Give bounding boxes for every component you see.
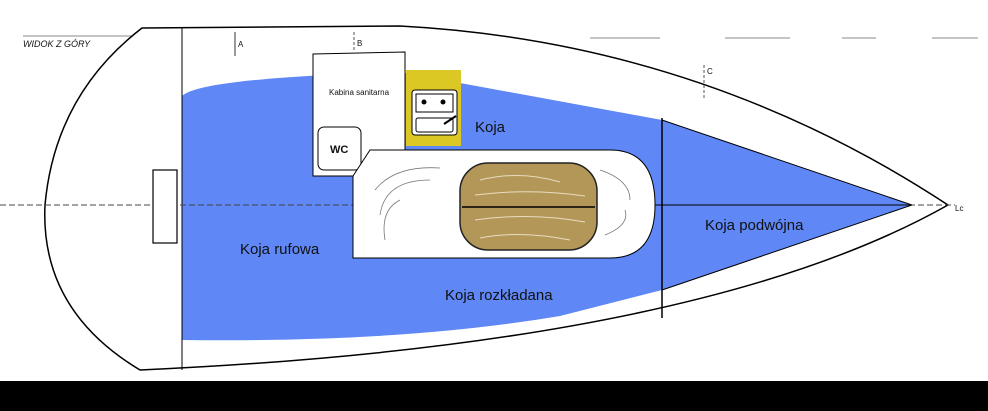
wc-label: WC xyxy=(330,144,348,156)
aft-berth-label: Koja rufowa xyxy=(240,241,320,258)
burners-icon xyxy=(415,93,454,113)
section-ticks xyxy=(234,32,705,100)
section-mark-b: B xyxy=(357,39,362,48)
centerline-mark: Lc xyxy=(955,204,963,213)
tap-icon xyxy=(443,115,457,125)
double-berth-label: Koja podwójna xyxy=(705,217,804,234)
view-title: WIDOK Z GÓRY xyxy=(23,39,91,49)
saloon-sketch xyxy=(374,167,631,241)
section-mark-a: A xyxy=(238,40,244,49)
galley-berth-label: Koja xyxy=(475,119,506,136)
section-mark-c: C xyxy=(707,67,713,76)
convertible-berth-label: Koja rozkładana xyxy=(445,287,553,304)
transom-hatch xyxy=(152,169,178,244)
table-grain xyxy=(474,175,586,241)
bathroom-label: Kabina sanitarna xyxy=(329,88,390,97)
burner-icon xyxy=(421,99,427,105)
bottom-bar xyxy=(0,381,988,411)
sink-icon xyxy=(415,117,454,133)
wc-box xyxy=(317,126,362,171)
burner-icon xyxy=(440,99,446,105)
